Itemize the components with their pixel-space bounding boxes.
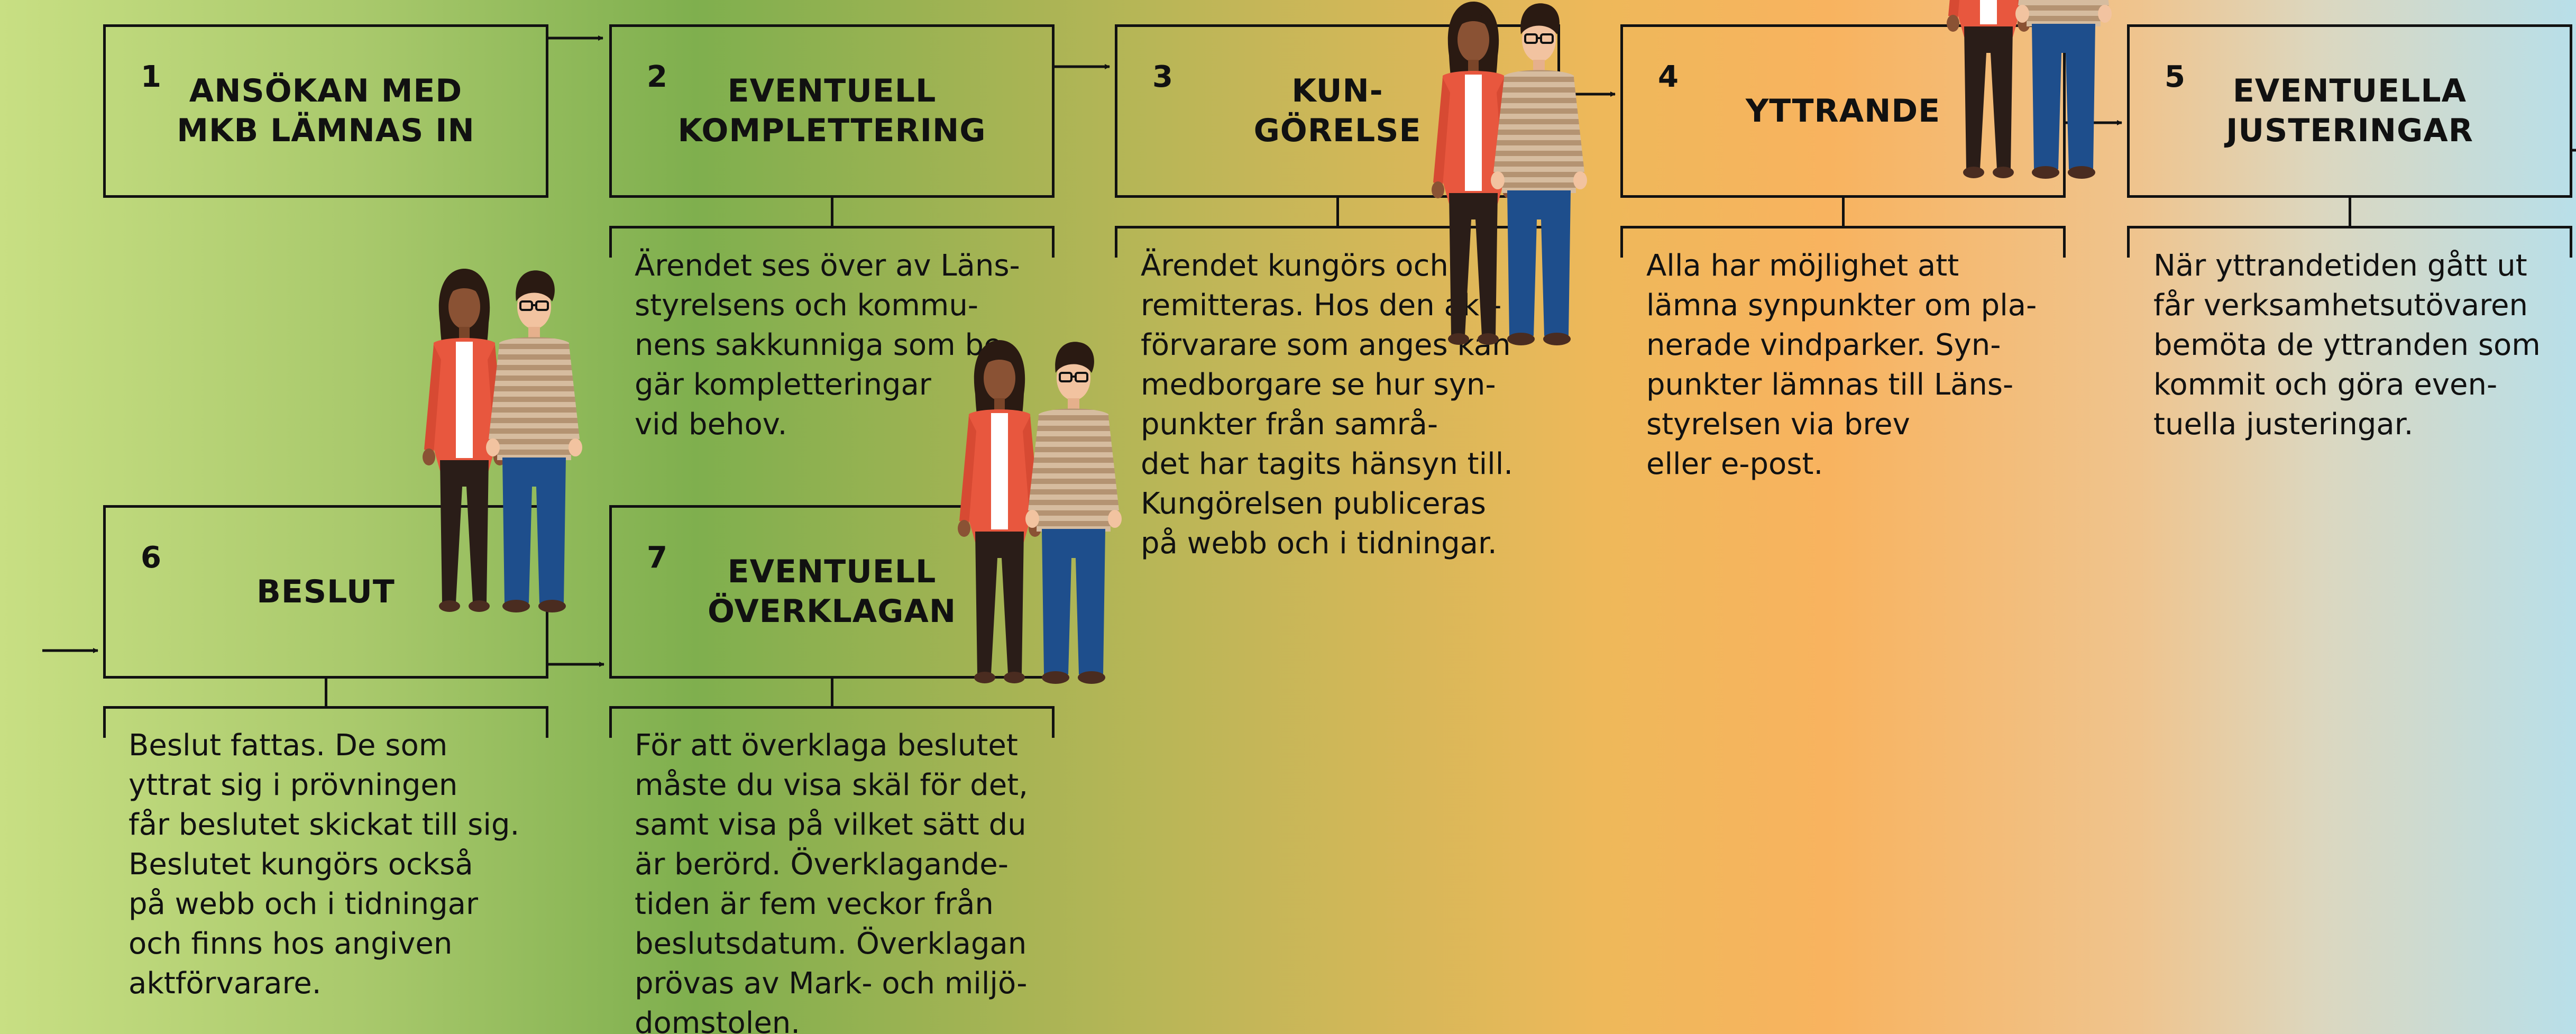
step-4-bracket [1620,226,2066,258]
step-7-bracket [609,706,1055,738]
step-7-description: För att överklaga beslutet måste du visa… [635,728,1028,1034]
step-3-description: Ärendet kungörs och remitteras. Hos den … [1141,249,1514,561]
step-4-title: YTTRANDE [1745,92,1941,130]
step-2-description: Ärendet ses över av Läns- styrelsens och… [635,249,1020,442]
connector-arrows [42,35,2576,667]
step-6-description: Beslut fattas. De som yttrat sig i prövn… [129,728,520,1001]
step-5-box: 5 EVENTUELLA JUSTERINGAR [2127,24,2572,198]
step-3-box: 3 KUN- GÖRELSE [1115,24,1560,198]
people-illustration-step-4 [1947,0,2113,180]
step-7-stem [831,678,833,708]
step-7-title: EVENTUELL ÖVERKLAGAN [707,553,957,630]
step-5-number: 5 [2165,60,2185,94]
step-3-number: 3 [1152,60,1173,94]
step-4-stem [1842,197,1845,227]
step-5-bracket [2127,226,2572,258]
step-4-description: Alla har möjlighet att lämna synpunkter … [1646,249,2037,481]
step-6-title: BESLUT [256,573,395,610]
step-6-stem [325,678,327,708]
people-illustration-step-3 [1432,2,1588,347]
step-7-box: 7 EVENTUELL ÖVERKLAGAN [609,505,1055,679]
step-7-number: 7 [647,541,667,575]
step-5-stem [2349,197,2351,227]
step-1-title: ANSÖKAN MED MKB LÄMNAS IN [177,72,475,149]
step-3-stem [1336,197,1339,227]
step-5-title: EVENTUELLA JUSTERINGAR [2226,72,2473,149]
step-5-description: När yttrandetiden gått ut får verksamhet… [2153,249,2541,442]
step-6-number: 6 [141,541,161,575]
step-2-title: EVENTUELL KOMPLETTERING [677,72,986,149]
step-4-number: 4 [1658,60,1679,94]
step-1-box: 1 ANSÖKAN MED MKB LÄMNAS IN [103,24,548,198]
step-3-title: KUN- GÖRELSE [1253,72,1422,149]
people-illustration-step-6 [423,269,583,614]
step-2-bracket [609,226,1055,258]
step-2-stem [831,197,833,227]
step-2-box: 2 EVENTUELL KOMPLETTERING [609,24,1055,198]
step-6-bracket [103,706,548,738]
step-1-number: 1 [141,60,161,94]
people-illustration-step-7 [958,340,1123,685]
step-2-number: 2 [647,60,667,94]
step-4-box: 4 YTTRANDE [1620,24,2066,198]
